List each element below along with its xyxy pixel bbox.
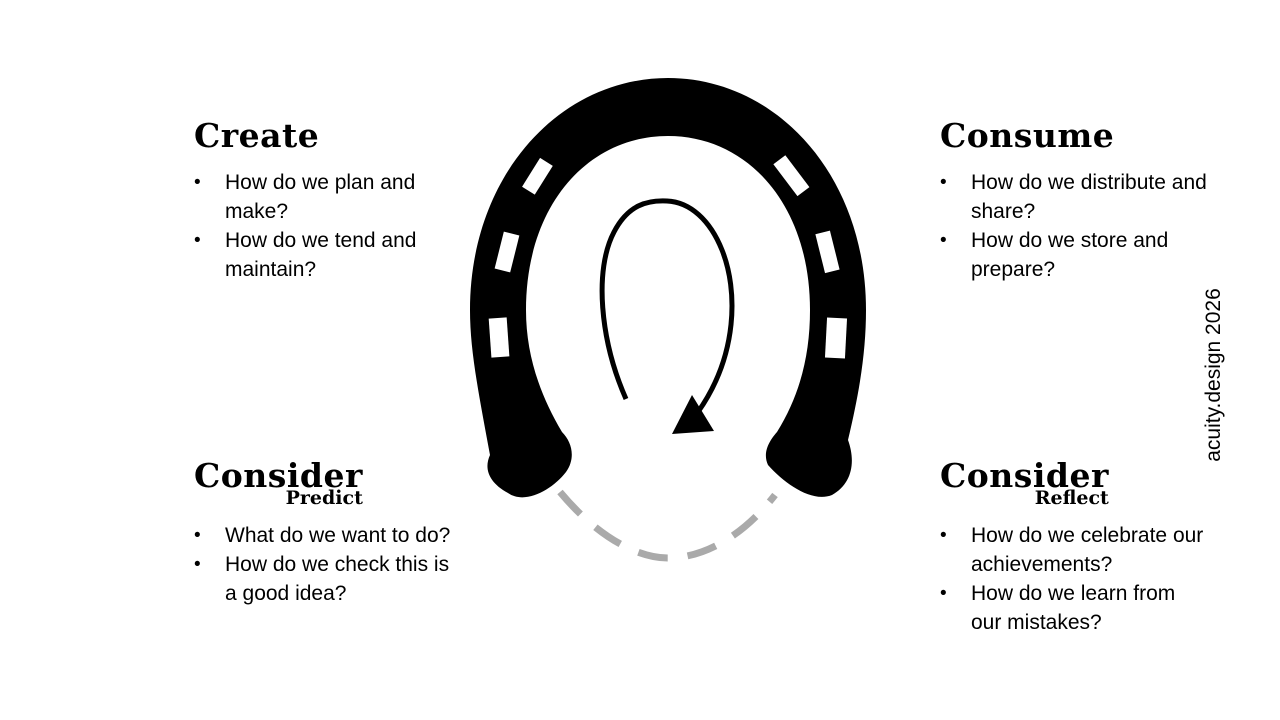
reflect-item-celebrate: How do we celebrate our achievements?	[940, 521, 1211, 579]
predict-title: Consider	[194, 456, 363, 495]
consume-list: How do we distribute and share? How do w…	[940, 168, 1211, 284]
create-title: Create	[194, 116, 320, 155]
create-item-plan: How do we plan and make?	[194, 168, 465, 226]
predict-subtitle: Predict	[285, 487, 363, 509]
quadrant-consume: Consume How do we distribute and share? …	[940, 118, 1211, 284]
quadrant-consider-predict: Consider Predict What do we want to do? …	[194, 458, 465, 608]
consume-title: Consume	[940, 116, 1115, 155]
reflect-list: How do we celebrate our achievements? Ho…	[940, 521, 1211, 637]
quadrant-consider-reflect: Consider Reflect How do we celebrate our…	[940, 458, 1211, 637]
quadrant-create: Create How do we plan and make? How do w…	[194, 118, 465, 284]
horseshoe-icon	[470, 78, 866, 498]
credit-text: acuity.design 2026	[1202, 288, 1225, 462]
reflect-heading: Consider Reflect	[940, 456, 1109, 509]
reflect-item-learn: How do we learn from our mistakes?	[940, 579, 1211, 637]
reflect-subtitle: Reflect	[1034, 487, 1109, 509]
predict-heading: Consider Predict	[194, 456, 363, 509]
create-list: How do we plan and make? How do we tend …	[194, 168, 465, 284]
create-item-tend: How do we tend and maintain?	[194, 226, 465, 284]
cycle-arrow-icon	[599, 198, 735, 434]
predict-item-check: How do we check this is a good idea?	[194, 550, 465, 608]
reflect-title: Consider	[940, 456, 1109, 495]
dashed-gap-arc	[557, 489, 778, 562]
predict-list: What do we want to do? How do we check t…	[194, 521, 465, 608]
predict-item-want: What do we want to do?	[194, 521, 465, 550]
consume-item-distribute: How do we distribute and share?	[940, 168, 1211, 226]
consume-item-store: How do we store and prepare?	[940, 226, 1211, 284]
